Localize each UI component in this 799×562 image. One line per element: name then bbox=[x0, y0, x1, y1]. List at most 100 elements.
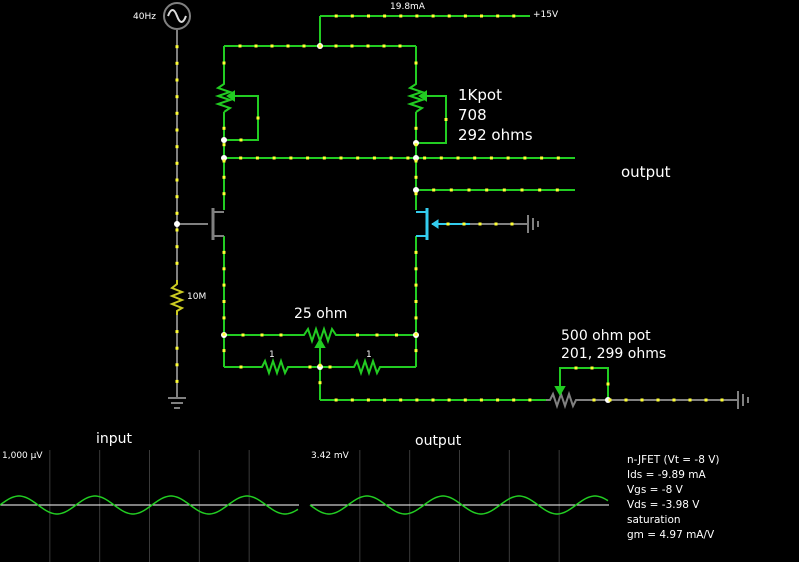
current-dot bbox=[241, 333, 245, 337]
current-dot bbox=[175, 363, 179, 367]
current-dot bbox=[431, 398, 435, 402]
current-dot bbox=[289, 156, 293, 160]
current-dot bbox=[506, 156, 510, 160]
ground-icon-gate bbox=[527, 215, 539, 233]
current-dot bbox=[175, 195, 179, 199]
current-dot bbox=[414, 283, 418, 287]
current-dot bbox=[414, 175, 418, 179]
current-dot bbox=[720, 398, 724, 402]
jfet-right-icon bbox=[416, 208, 439, 240]
current-dot bbox=[688, 398, 692, 402]
pot-1k-ohms: 292 ohms bbox=[458, 126, 533, 144]
current-dot bbox=[366, 398, 370, 402]
current-dot bbox=[538, 188, 542, 192]
output-label: output bbox=[621, 163, 671, 181]
scope-input-title: input bbox=[96, 431, 133, 447]
ac-source-icon bbox=[163, 2, 191, 30]
info-line-vgs: Vgs = -8 V bbox=[627, 484, 683, 496]
current-dot bbox=[375, 333, 379, 337]
current-dot bbox=[322, 156, 326, 160]
current-dot bbox=[175, 61, 179, 65]
current-dot bbox=[367, 14, 370, 18]
current-dot bbox=[485, 188, 489, 192]
current-dot bbox=[414, 143, 418, 147]
current-dot bbox=[431, 14, 435, 18]
potentiometer-500-icon bbox=[546, 383, 578, 410]
source-frequency-label: 40Hz bbox=[133, 12, 156, 22]
resistor-left-label: 1 bbox=[269, 350, 275, 360]
pot-500-ohms: 201, 299 ohms bbox=[561, 346, 667, 362]
scope-input-trace bbox=[0, 495, 299, 515]
current-dot bbox=[175, 379, 179, 383]
potentiometer-left-icon bbox=[214, 80, 238, 113]
potentiometer-25-icon bbox=[300, 325, 338, 348]
scope-input[interactable] bbox=[0, 450, 299, 562]
current-dot bbox=[350, 398, 354, 402]
info-line-vds: Vds = -3.98 V bbox=[627, 499, 700, 511]
current-dot bbox=[606, 382, 610, 386]
current-dot bbox=[414, 332, 418, 336]
current-dot bbox=[272, 156, 276, 160]
current-dot bbox=[462, 222, 466, 226]
current-dot bbox=[302, 44, 306, 48]
current-dot bbox=[656, 398, 660, 402]
current-dot bbox=[556, 156, 560, 160]
current-dot bbox=[395, 333, 398, 337]
current-dot bbox=[239, 138, 243, 142]
current-dot bbox=[306, 156, 310, 160]
current-dot bbox=[356, 156, 360, 160]
current-dot bbox=[175, 245, 179, 249]
current-dot bbox=[399, 398, 403, 402]
current-dot bbox=[447, 14, 451, 18]
current-dot bbox=[489, 156, 493, 160]
current-dot bbox=[592, 398, 596, 402]
current-dot bbox=[414, 159, 418, 163]
current-dot bbox=[175, 128, 179, 132]
ground-icon-tail bbox=[737, 391, 749, 409]
current-dot bbox=[382, 44, 386, 48]
resistor-left-icon bbox=[258, 357, 290, 377]
current-dot bbox=[479, 398, 483, 402]
bias-resistor-icon bbox=[169, 280, 185, 315]
info-line-type: n-JFET (Vt = -8 V) bbox=[627, 454, 720, 466]
current-dot bbox=[446, 222, 450, 226]
current-dot bbox=[254, 44, 258, 48]
current-dot bbox=[510, 222, 514, 226]
current-dot bbox=[398, 44, 402, 48]
current-dot bbox=[260, 333, 264, 337]
scope-output[interactable] bbox=[309, 450, 609, 562]
current-dot bbox=[496, 14, 500, 18]
current-dot bbox=[372, 156, 376, 160]
current-dot bbox=[334, 398, 338, 402]
current-dot bbox=[528, 398, 532, 402]
resistor-25-label: 25 ohm bbox=[294, 306, 348, 322]
pot500-wiper-wire bbox=[559, 367, 609, 400]
current-dot bbox=[383, 14, 387, 18]
current-dot bbox=[238, 44, 242, 48]
junction-dot bbox=[413, 187, 419, 193]
current-dot bbox=[523, 156, 527, 160]
current-dot bbox=[478, 222, 482, 226]
current-dot bbox=[414, 192, 418, 196]
current-dot bbox=[222, 349, 226, 353]
current-dot bbox=[383, 398, 387, 402]
current-dot bbox=[318, 44, 322, 48]
resistor-right-icon bbox=[350, 357, 386, 377]
ground-icon-bias bbox=[168, 397, 186, 409]
current-dot bbox=[339, 156, 343, 160]
current-dot bbox=[399, 14, 403, 18]
supply-voltage-label: +15V bbox=[533, 10, 559, 20]
potentiometer-right-icon bbox=[406, 80, 430, 113]
current-dot bbox=[423, 156, 427, 160]
current-dot bbox=[414, 61, 418, 65]
current-dot bbox=[175, 346, 179, 350]
current-dot bbox=[270, 44, 274, 48]
current-dot bbox=[672, 398, 676, 402]
current-dot bbox=[279, 333, 283, 337]
current-dot bbox=[494, 222, 498, 226]
current-dot bbox=[175, 211, 179, 215]
current-dot bbox=[175, 45, 179, 49]
current-dot bbox=[350, 44, 354, 48]
